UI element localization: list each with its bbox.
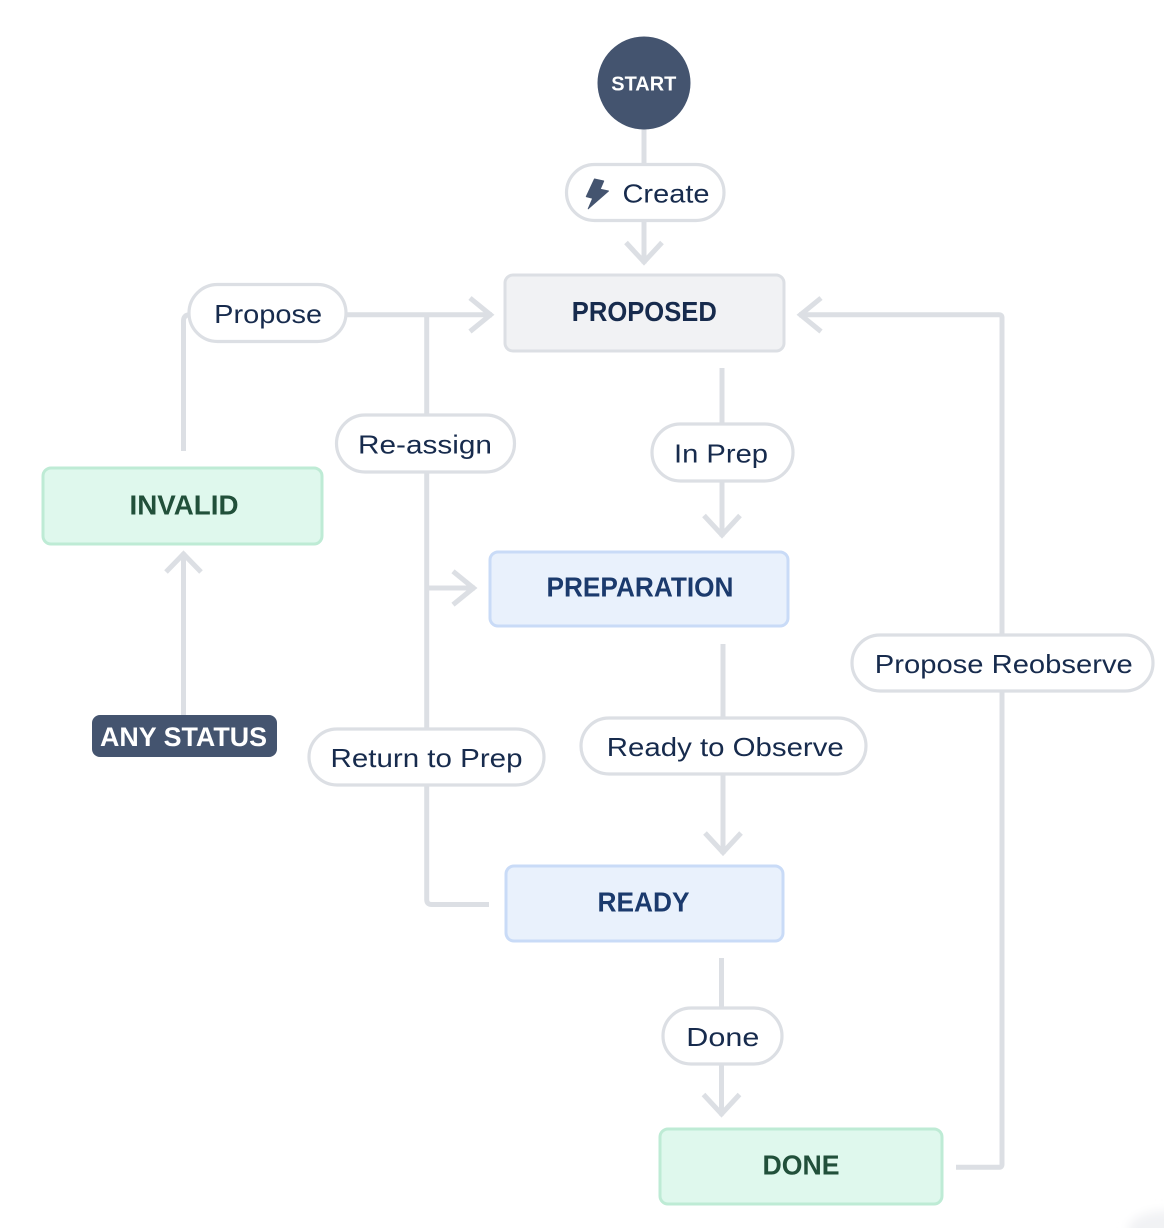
svg-text:PROPOSED: PROPOSED	[572, 296, 717, 327]
svg-text:READY: READY	[598, 887, 690, 918]
svg-text:Done: Done	[686, 1022, 759, 1052]
svg-text:ANY STATUS: ANY STATUS	[100, 722, 267, 752]
svg-text:Propose: Propose	[214, 299, 322, 329]
svg-text:In Prep: In Prep	[674, 439, 768, 469]
svg-text:Return to Prep: Return to Prep	[331, 743, 523, 773]
svg-text:Re-assign: Re-assign	[358, 430, 492, 460]
svg-text:INVALID: INVALID	[130, 490, 239, 521]
svg-text:DONE: DONE	[763, 1150, 840, 1181]
svg-text:PREPARATION: PREPARATION	[547, 572, 734, 603]
svg-text:Create: Create	[623, 179, 710, 209]
svg-text:Propose Reobserve: Propose Reobserve	[875, 649, 1133, 679]
svg-text:Ready to Observe: Ready to Observe	[607, 732, 844, 762]
svg-text:START: START	[611, 74, 676, 96]
